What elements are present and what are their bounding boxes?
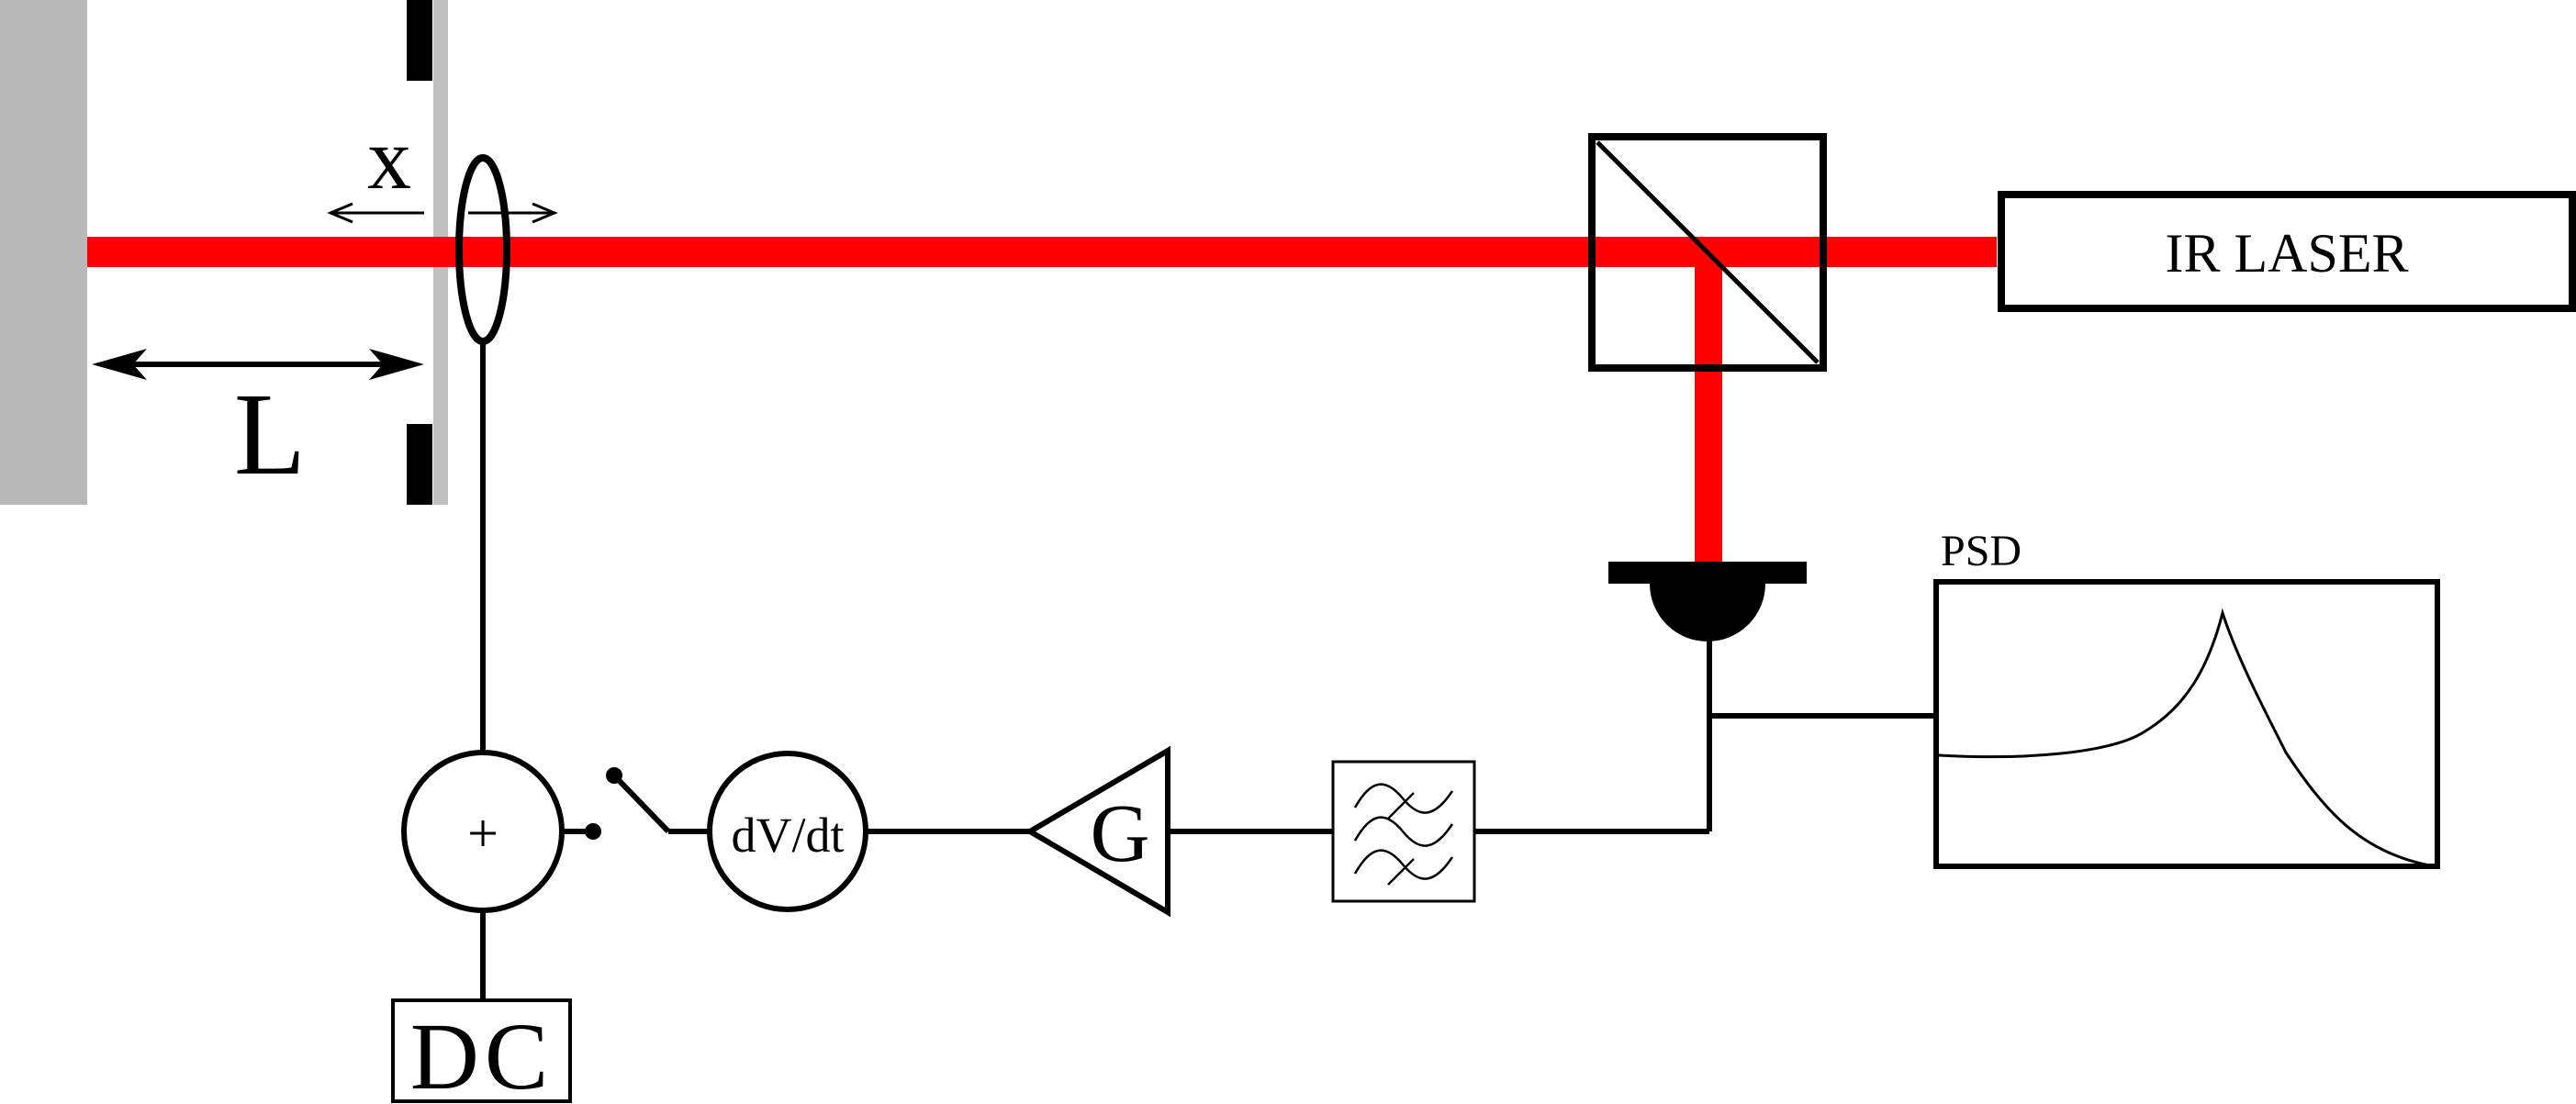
gain-label: G <box>1091 788 1150 879</box>
derivative-label: dV/dt <box>731 808 844 863</box>
psd-label: PSD <box>1941 527 2022 575</box>
beam-splitter <box>1588 133 1827 372</box>
laser-beam <box>87 237 1997 267</box>
x-displacement-arrow <box>327 202 558 224</box>
dc-label: DC <box>410 1004 554 1104</box>
psd-curve <box>1938 608 2436 868</box>
wiring <box>480 341 1933 1000</box>
summing-junction-label: + <box>467 803 498 864</box>
switch-contact-pivot <box>606 767 622 784</box>
gain-amplifier <box>1025 745 1170 918</box>
derivative-block <box>707 751 868 912</box>
aperture-bottom <box>407 424 432 505</box>
psd-display <box>1933 579 2440 869</box>
aperture-top <box>407 0 432 81</box>
ir-laser-label: IR LASER <box>2165 223 2408 284</box>
switch-contact-fixed <box>585 823 601 840</box>
reflected-beam <box>1695 267 1722 572</box>
bandpass-filter <box>1331 760 1476 903</box>
summing-junction <box>401 750 565 913</box>
dc-source <box>391 998 572 1103</box>
L-label: L <box>234 369 306 499</box>
x-label: x <box>367 109 411 207</box>
cavity-length-arrow <box>92 349 424 380</box>
ir-laser-box <box>1998 191 2576 312</box>
fixed-mirror <box>0 0 87 505</box>
photodetector <box>1608 562 1807 641</box>
